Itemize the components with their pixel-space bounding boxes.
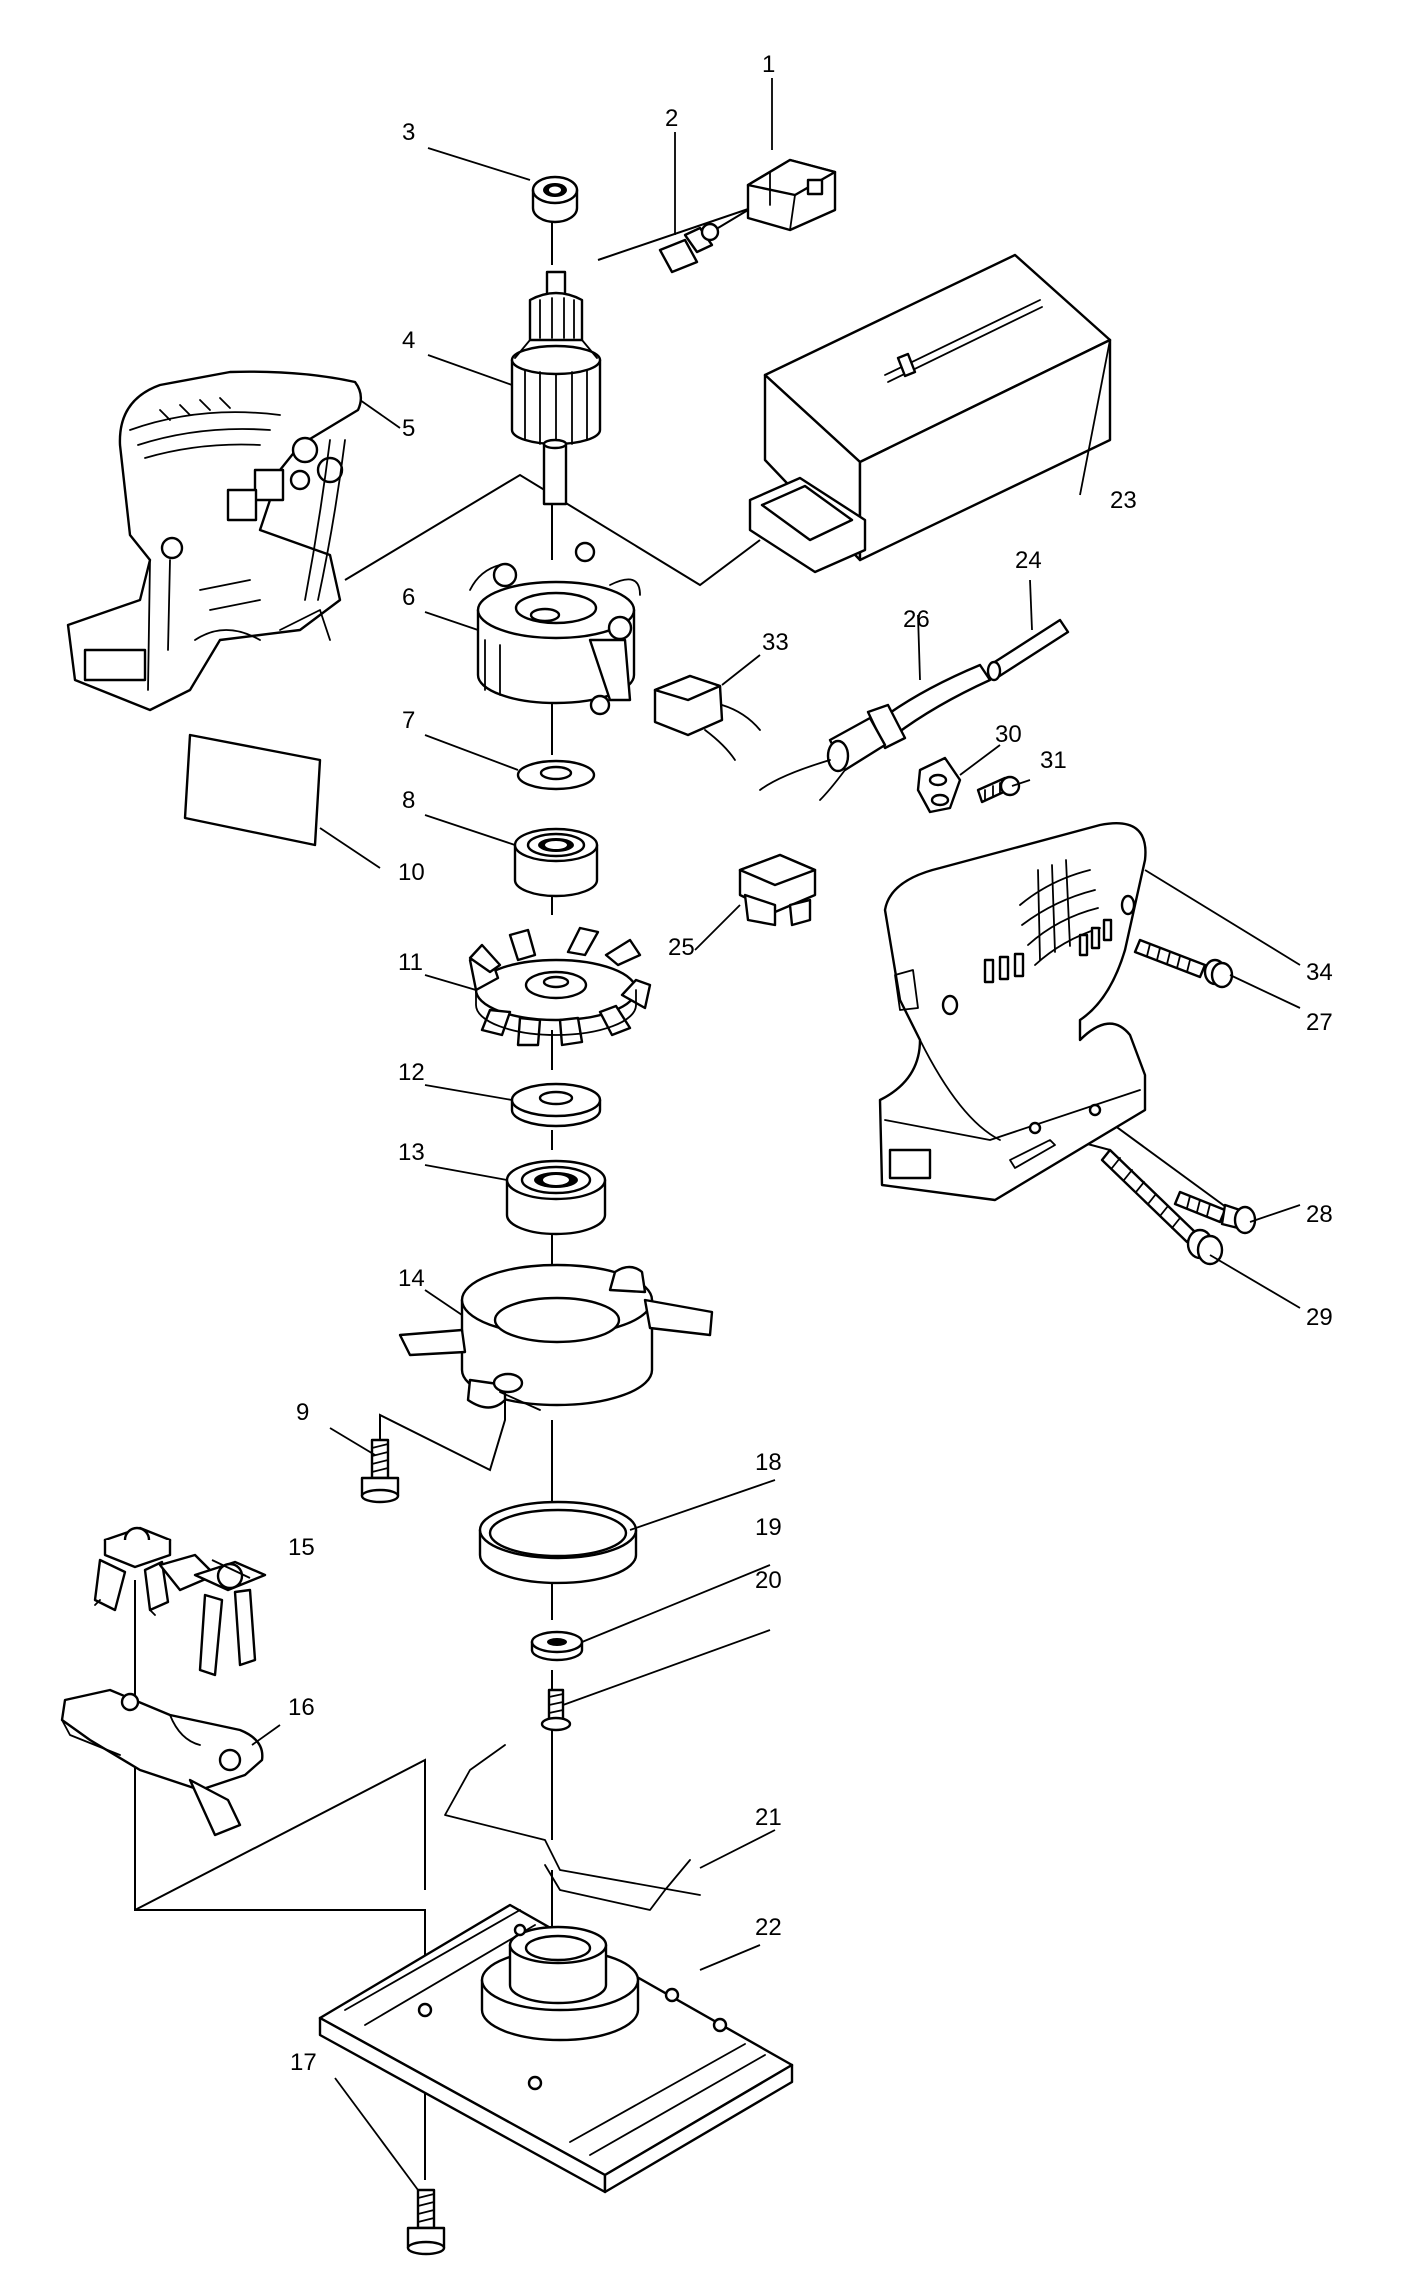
part-19-washer	[530, 1630, 584, 1662]
part-4-armature	[510, 270, 602, 506]
callout-3: 3	[402, 119, 415, 146]
part-34-right-housing	[878, 822, 1147, 1202]
callout-2: 2	[665, 105, 678, 132]
callout-4: 4	[402, 327, 415, 354]
part-17-screw	[406, 2188, 446, 2256]
callout-8: 8	[402, 787, 415, 814]
callout-1: 1	[762, 51, 775, 78]
part-28-screw	[1173, 1190, 1257, 1235]
part-3-bearing	[531, 175, 579, 224]
callout-22: 22	[755, 1914, 782, 1941]
part-10-label	[183, 733, 322, 847]
callout-12: 12	[398, 1059, 425, 1086]
part-6-field-assembly	[469, 541, 641, 716]
part-2-carbon-brush	[658, 209, 749, 274]
part-15-holder	[93, 1526, 267, 1677]
part-13-bearing	[505, 1159, 607, 1236]
part-29-screw	[1100, 1148, 1224, 1266]
callout-6: 6	[402, 584, 415, 611]
part-22-base-plate	[318, 1903, 794, 2194]
callout-27: 27	[1306, 1009, 1333, 1036]
callout-7: 7	[402, 707, 415, 734]
callout-19: 19	[755, 1514, 782, 1541]
callout-25: 25	[668, 934, 695, 961]
callout-labels: 1 2 3 4 5 6 7 8 9 10 11 12 13 14 15 16 1…	[288, 51, 1333, 2076]
part-12-washer	[510, 1082, 602, 1128]
part-27-screw	[1133, 938, 1234, 989]
callout-26: 26	[903, 606, 930, 633]
center-axis	[134, 204, 1231, 2180]
callout-9: 9	[296, 1399, 309, 1426]
part-5-left-housing	[66, 370, 363, 712]
callout-29: 29	[1306, 1304, 1333, 1331]
callout-31: 31	[1040, 747, 1067, 774]
leader-lines	[211, 78, 1301, 2191]
part-23-bag	[748, 253, 1112, 574]
part-8-bearing	[513, 827, 599, 898]
callout-18: 18	[755, 1449, 782, 1476]
callout-16: 16	[288, 1694, 315, 1721]
part-24-26-cord	[759, 618, 1070, 801]
part-20-screw	[540, 1688, 572, 1732]
part-9-screw	[360, 1438, 400, 1504]
callout-5: 5	[402, 415, 415, 442]
callout-17: 17	[290, 2049, 317, 2076]
callout-23: 23	[1110, 487, 1137, 514]
callout-15: 15	[288, 1534, 315, 1561]
callout-14: 14	[398, 1265, 425, 1292]
callout-20: 20	[755, 1567, 782, 1594]
callout-13: 13	[398, 1139, 425, 1166]
part-30-31-strain-relief	[916, 756, 1021, 814]
part-1-connector	[746, 158, 837, 232]
callout-30: 30	[995, 721, 1022, 748]
callout-11: 11	[398, 949, 423, 976]
part-16-plate	[60, 1688, 264, 1837]
callout-33: 33	[762, 629, 789, 656]
callout-21: 21	[755, 1804, 782, 1831]
callout-24: 24	[1015, 547, 1042, 574]
part-18-ring	[478, 1500, 638, 1585]
part-33-suppressor	[653, 674, 761, 761]
callout-34: 34	[1306, 959, 1333, 986]
part-14-bearing-box	[398, 1263, 714, 1411]
part-21-sheet	[444, 1744, 701, 1911]
callout-10: 10	[398, 859, 425, 886]
callout-28: 28	[1306, 1201, 1333, 1228]
part-11-fan	[468, 926, 652, 1047]
part-7-washer	[516, 759, 596, 791]
part-25-clamp	[738, 853, 817, 927]
